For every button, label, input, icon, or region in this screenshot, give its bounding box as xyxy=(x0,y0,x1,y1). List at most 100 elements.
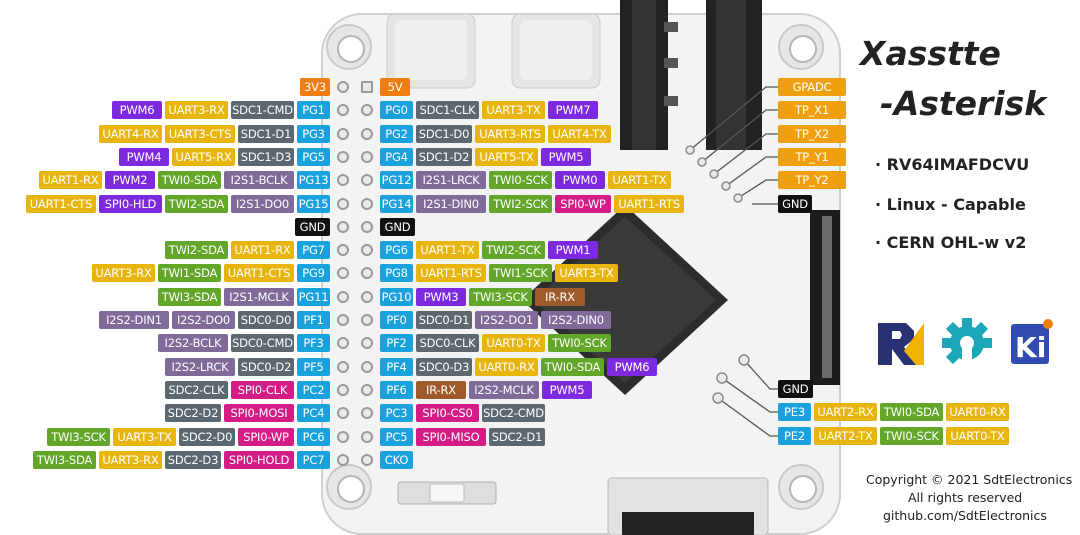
pin-label-pg12: PG12 xyxy=(380,171,413,189)
pin-label-uart1-rx: UART1-RX xyxy=(231,241,294,259)
pin-label-pg0: PG0 xyxy=(380,101,413,119)
header-pin-hole xyxy=(337,174,349,186)
kicad-logo-icon: Ki xyxy=(1011,319,1053,364)
mounting-hole xyxy=(326,464,372,510)
pin-label-uart1-rts: UART1-RTS xyxy=(614,195,684,213)
pin-label-uart1-rx: UART1-RX xyxy=(39,171,102,189)
pin-label-uart3-rx: UART3-RX xyxy=(99,451,162,469)
pin-label-pg10: PG10 xyxy=(380,288,413,306)
pin-label-twi1-sck: TWI1-SCK xyxy=(489,264,552,282)
pin-label-uart3-rts: UART3-RTS xyxy=(475,125,545,143)
pin-label-pg5: PG5 xyxy=(297,148,330,166)
riscv-logo-icon xyxy=(876,319,924,367)
header-pin-hole xyxy=(337,384,349,396)
mounting-hole xyxy=(326,24,372,70)
pin-label-uart1-cts: UART1-CTS xyxy=(26,195,96,213)
pin-label-uart0-tx: UART0-TX xyxy=(946,427,1009,445)
leader-line xyxy=(713,133,778,175)
pin-label-i2s1-do0: I2S1-DO0 xyxy=(231,195,294,213)
pin-label-pwm2: PWM2 xyxy=(105,171,155,189)
pin-label-gnd: GND xyxy=(778,380,813,398)
leader-line xyxy=(721,377,778,413)
board-title-line2: -Asterisk xyxy=(880,84,1047,123)
pin-label-uart1-rts: UART1-RTS xyxy=(416,264,486,282)
pin-label-spi0-clk: SPI0-CLK xyxy=(231,381,294,399)
test-pad xyxy=(697,157,707,167)
pin-label-gnd: GND xyxy=(295,218,330,236)
pin-label-pc2: PC2 xyxy=(297,381,330,399)
header-pin-hole xyxy=(361,244,373,256)
pin-label-uart1-cts: UART1-CTS xyxy=(224,264,294,282)
pin-label-uart3-tx: UART3-TX xyxy=(555,264,618,282)
pin-label-sdc2-d1: SDC2-D1 xyxy=(489,428,545,446)
pin-label-sdc1-d2: SDC1-D2 xyxy=(416,148,472,166)
leader-line xyxy=(743,359,778,390)
pin-label-pwm3: PWM3 xyxy=(416,288,466,306)
header-pin-hole xyxy=(361,337,373,349)
pin-label-twi0-sck: TWI0-SCK xyxy=(880,427,943,445)
pin-label-pc3: PC3 xyxy=(380,404,413,422)
header-pin-hole xyxy=(361,361,373,373)
pin-label-uart3-tx: UART3-TX xyxy=(113,428,176,446)
pin-label-spi0-hld: SPI0-HLD xyxy=(99,195,162,213)
pin-label-pwm7: PWM7 xyxy=(548,101,598,119)
pin-label-pwm0: PWM0 xyxy=(555,171,605,189)
pin-label-twi0-sda: TWI0-SDA xyxy=(541,358,604,376)
pin-label-pf4: PF4 xyxy=(380,358,413,376)
pin-label-pg1: PG1 xyxy=(297,101,330,119)
leader-line xyxy=(725,156,778,187)
pin-label-pg3: PG3 xyxy=(297,125,330,143)
pin-label-pf2: PF2 xyxy=(380,334,413,352)
header-pin-hole xyxy=(361,104,373,116)
mounting-hole xyxy=(778,464,824,510)
pin-label-twi3-sda: TWI3-SDA xyxy=(158,288,221,306)
pin-label-tp-y2: TP_Y2 xyxy=(778,171,846,189)
pin-label-pwm5: PWM5 xyxy=(541,148,591,166)
pin-label-twi0-sda: TWI0-SDA xyxy=(158,171,221,189)
pin-label-tp-x1: TP_X1 xyxy=(778,101,846,119)
pin-label-spi0-miso: SPI0-MISO xyxy=(416,428,486,446)
pin-label-i2s1-bclk: I2S1-BCLK xyxy=(224,171,294,189)
pin-label-pg4: PG4 xyxy=(380,148,413,166)
pin-label-5v: 5V xyxy=(380,78,410,96)
github-link[interactable]: github.com/SdtElectronics xyxy=(883,508,1047,523)
pin-label-pg9: PG9 xyxy=(297,264,330,282)
pin-label-sdc2-d3: SDC2-D3 xyxy=(165,451,221,469)
pin-label-i2s1-lrck: I2S1-LRCK xyxy=(416,171,486,189)
pin-label-sdc1-clk: SDC1-CLK xyxy=(416,101,479,119)
test-pad xyxy=(733,193,743,203)
test-pad xyxy=(738,354,750,366)
pin-label-gnd: GND xyxy=(778,195,812,213)
header-pin-hole xyxy=(337,314,349,326)
header-pin-hole xyxy=(337,361,349,373)
pin-label-pf1: PF1 xyxy=(297,311,330,329)
pin-label-i2s2-do1: I2S2-DO1 xyxy=(475,311,538,329)
pin-label-pe3: PE3 xyxy=(778,403,811,421)
test-pad xyxy=(716,372,728,384)
pin-label-i2s2-bclk: I2S2-BCLK xyxy=(158,334,228,352)
header-pin-hole xyxy=(361,384,373,396)
pin-label-uart2-rx: UART2-RX xyxy=(814,403,877,421)
leader-line xyxy=(701,109,778,163)
header-pin-hole xyxy=(361,314,373,326)
pin-label-cko: CKO xyxy=(380,451,413,469)
pin-label-pwm5: PWM5 xyxy=(542,381,592,399)
pin-label-sdc2-d0: SDC2-D0 xyxy=(179,428,235,446)
test-pad xyxy=(685,145,695,155)
header-pin-hole xyxy=(337,128,349,140)
pin-label-sdc0-d1: SDC0-D1 xyxy=(416,311,472,329)
pin-label-spi0-cs0: SPI0-CS0 xyxy=(416,404,479,422)
pin-label-pg15: PG15 xyxy=(297,195,330,213)
pin-label-twi2-sda: TWI2-SDA xyxy=(165,241,228,259)
pin-label-sdc1-d1: SDC1-D1 xyxy=(238,125,294,143)
pin-label-spi0-wp: SPI0-WP xyxy=(238,428,294,446)
pin-label-pc7: PC7 xyxy=(297,451,330,469)
pin-label-uart3-tx: UART3-TX xyxy=(482,101,545,119)
pin-label-i2s2-din0: I2S2-DIN0 xyxy=(541,311,611,329)
pin-label-sdc1-d0: SDC1-D0 xyxy=(416,125,472,143)
pin-label-tp-y1: TP_Y1 xyxy=(778,148,846,166)
pin-label-pf5: PF5 xyxy=(297,358,330,376)
pin-label-pf3: PF3 xyxy=(297,334,330,352)
pin-label-twi3-sda: TWI3-SDA xyxy=(33,451,96,469)
